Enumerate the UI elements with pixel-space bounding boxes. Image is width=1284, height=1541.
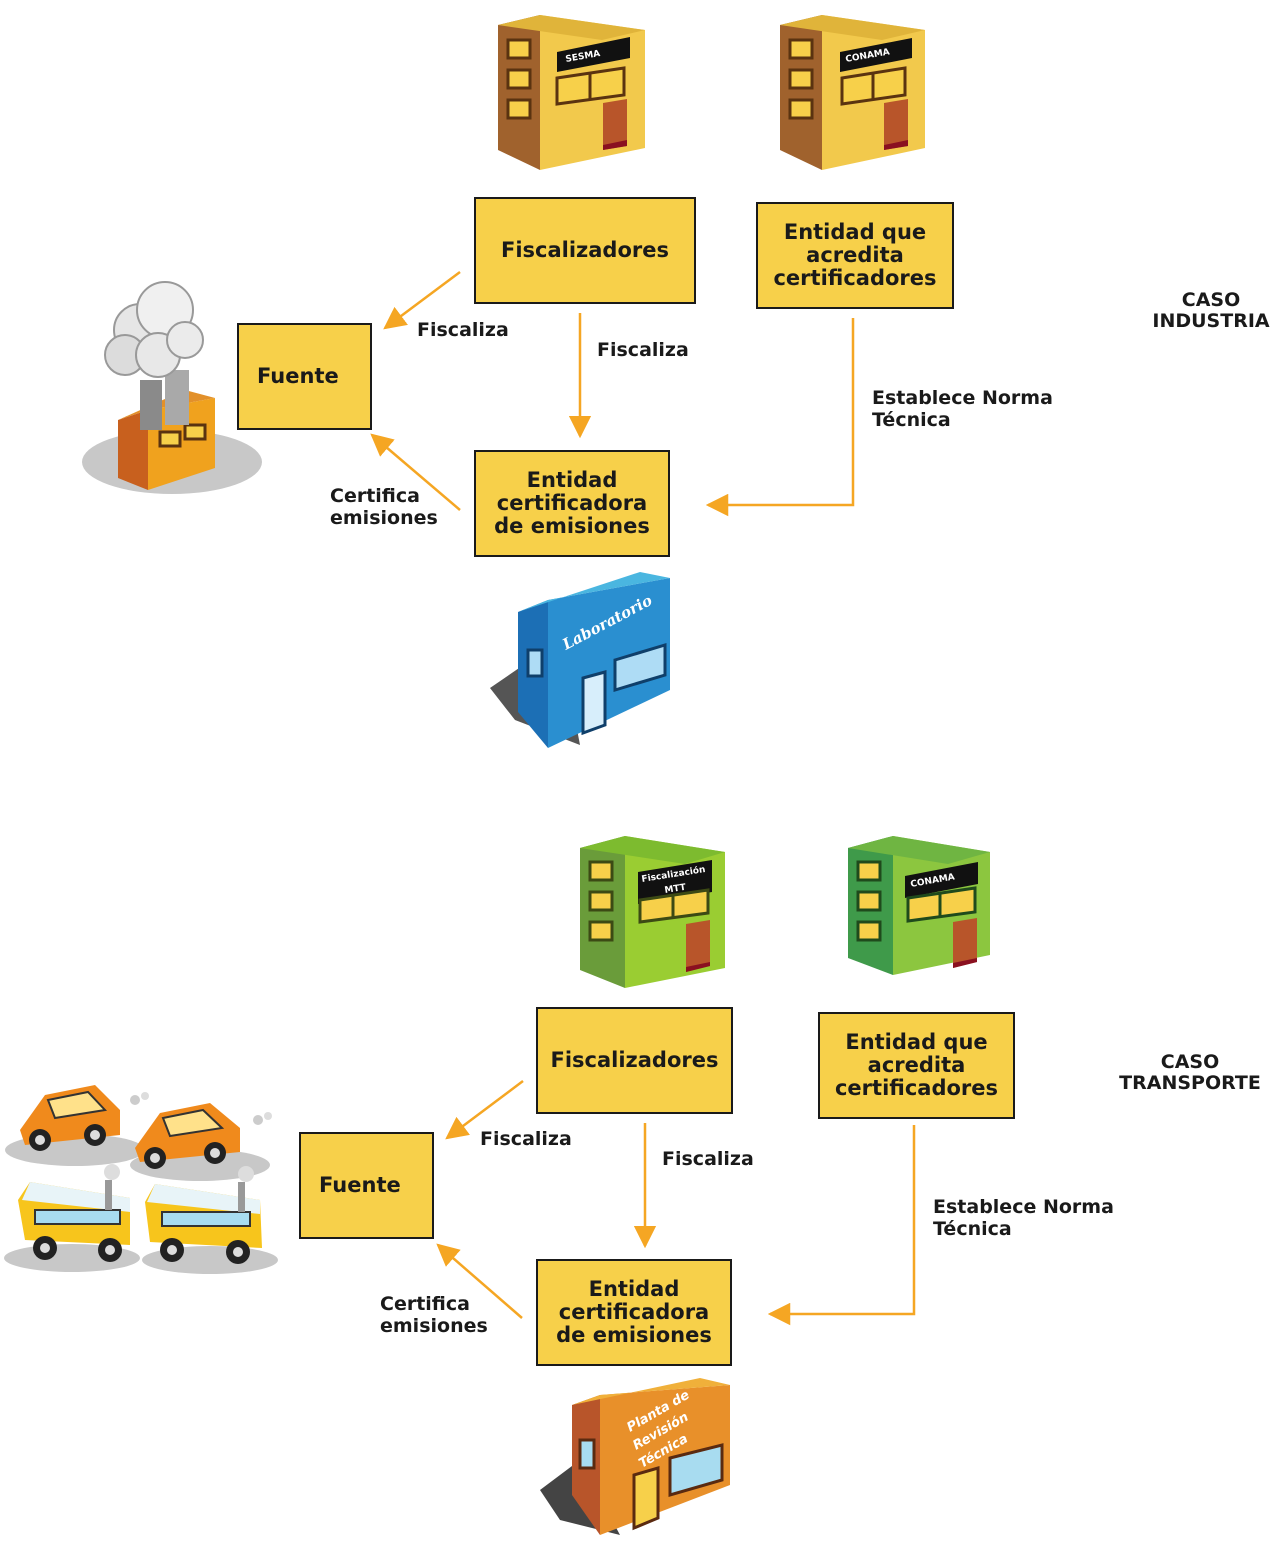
- entidad-acredita-box-t: Entidad que acredita certificadores: [818, 1012, 1015, 1119]
- certifica-label: Certifica emisiones: [330, 485, 438, 529]
- cars-and-buses-icon: [4, 1085, 278, 1274]
- fiscalizadores-label: Fiscalizadores: [500, 237, 669, 262]
- conama-building-transport-icon: CONAMA: [848, 836, 990, 975]
- fuente-box: Fuente: [237, 323, 372, 430]
- establece-label-t: Establece Norma Técnica: [933, 1196, 1114, 1240]
- mtt-building-icon: Fiscalización MTT: [580, 836, 725, 988]
- entidad-certificadora-label-t: Entidad certificadora de emisiones: [556, 1276, 712, 1348]
- entidad-acredita-label-t: Entidad que acredita certificadores: [834, 1029, 999, 1101]
- fiscaliza-label-2-t: Fiscaliza: [662, 1148, 754, 1170]
- factory-icon: [82, 281, 262, 494]
- arrow-fiscalizadores-to-fuente-t: [445, 1080, 524, 1140]
- arrow-acredita-to-certificadora-t: [767, 1125, 916, 1326]
- caso-transporte-label: CASO TRANSPORTE: [1119, 1051, 1261, 1094]
- entidad-acredita-box: Entidad que acredita certificadores: [756, 202, 954, 309]
- conama-building-icon: CONAMA: [780, 15, 925, 170]
- caso-industria-label: CASO INDUSTRIA: [1152, 289, 1270, 332]
- entidad-certificadora-box-t: Entidad certificadora de emisiones: [536, 1259, 732, 1366]
- fiscaliza-label-2: Fiscaliza: [597, 339, 689, 361]
- certifica-label-t: Certifica emisiones: [380, 1293, 488, 1337]
- fiscaliza-label-1-t: Fiscaliza: [480, 1128, 572, 1150]
- fiscaliza-label-1: Fiscaliza: [417, 319, 509, 341]
- entidad-acredita-label: Entidad que acredita certificadores: [773, 219, 937, 291]
- arrow-certificadora-to-fuente-t: [436, 1243, 523, 1319]
- arrow-fiscalizadores-to-fuente: [383, 270, 461, 330]
- entidad-certificadora-box: Entidad certificadora de emisiones: [474, 450, 670, 557]
- sesma-building-icon: SESMA: [498, 15, 645, 170]
- fuente-box-t: Fuente: [299, 1132, 434, 1239]
- fiscalizadores-box-t: Fiscalizadores: [536, 1007, 733, 1114]
- entidad-certificadora-label: Entidad certificadora de emisiones: [494, 467, 650, 539]
- fuente-label-t: Fuente: [319, 1172, 401, 1197]
- fuente-label: Fuente: [257, 363, 339, 388]
- fiscalizadores-box: Fiscalizadores: [474, 197, 696, 304]
- planta-revision-tecnica-icon: Planta de Revisión Técnica: [540, 1378, 730, 1535]
- fiscalizadores-label-t: Fiscalizadores: [550, 1047, 719, 1072]
- laboratorio-building-icon: Laboratorio: [490, 572, 670, 748]
- arrow-certificadora-to-fuente: [370, 433, 461, 511]
- arrow-acredita-to-certificadora: [705, 318, 855, 517]
- establece-label: Establece Norma Técnica: [872, 387, 1053, 431]
